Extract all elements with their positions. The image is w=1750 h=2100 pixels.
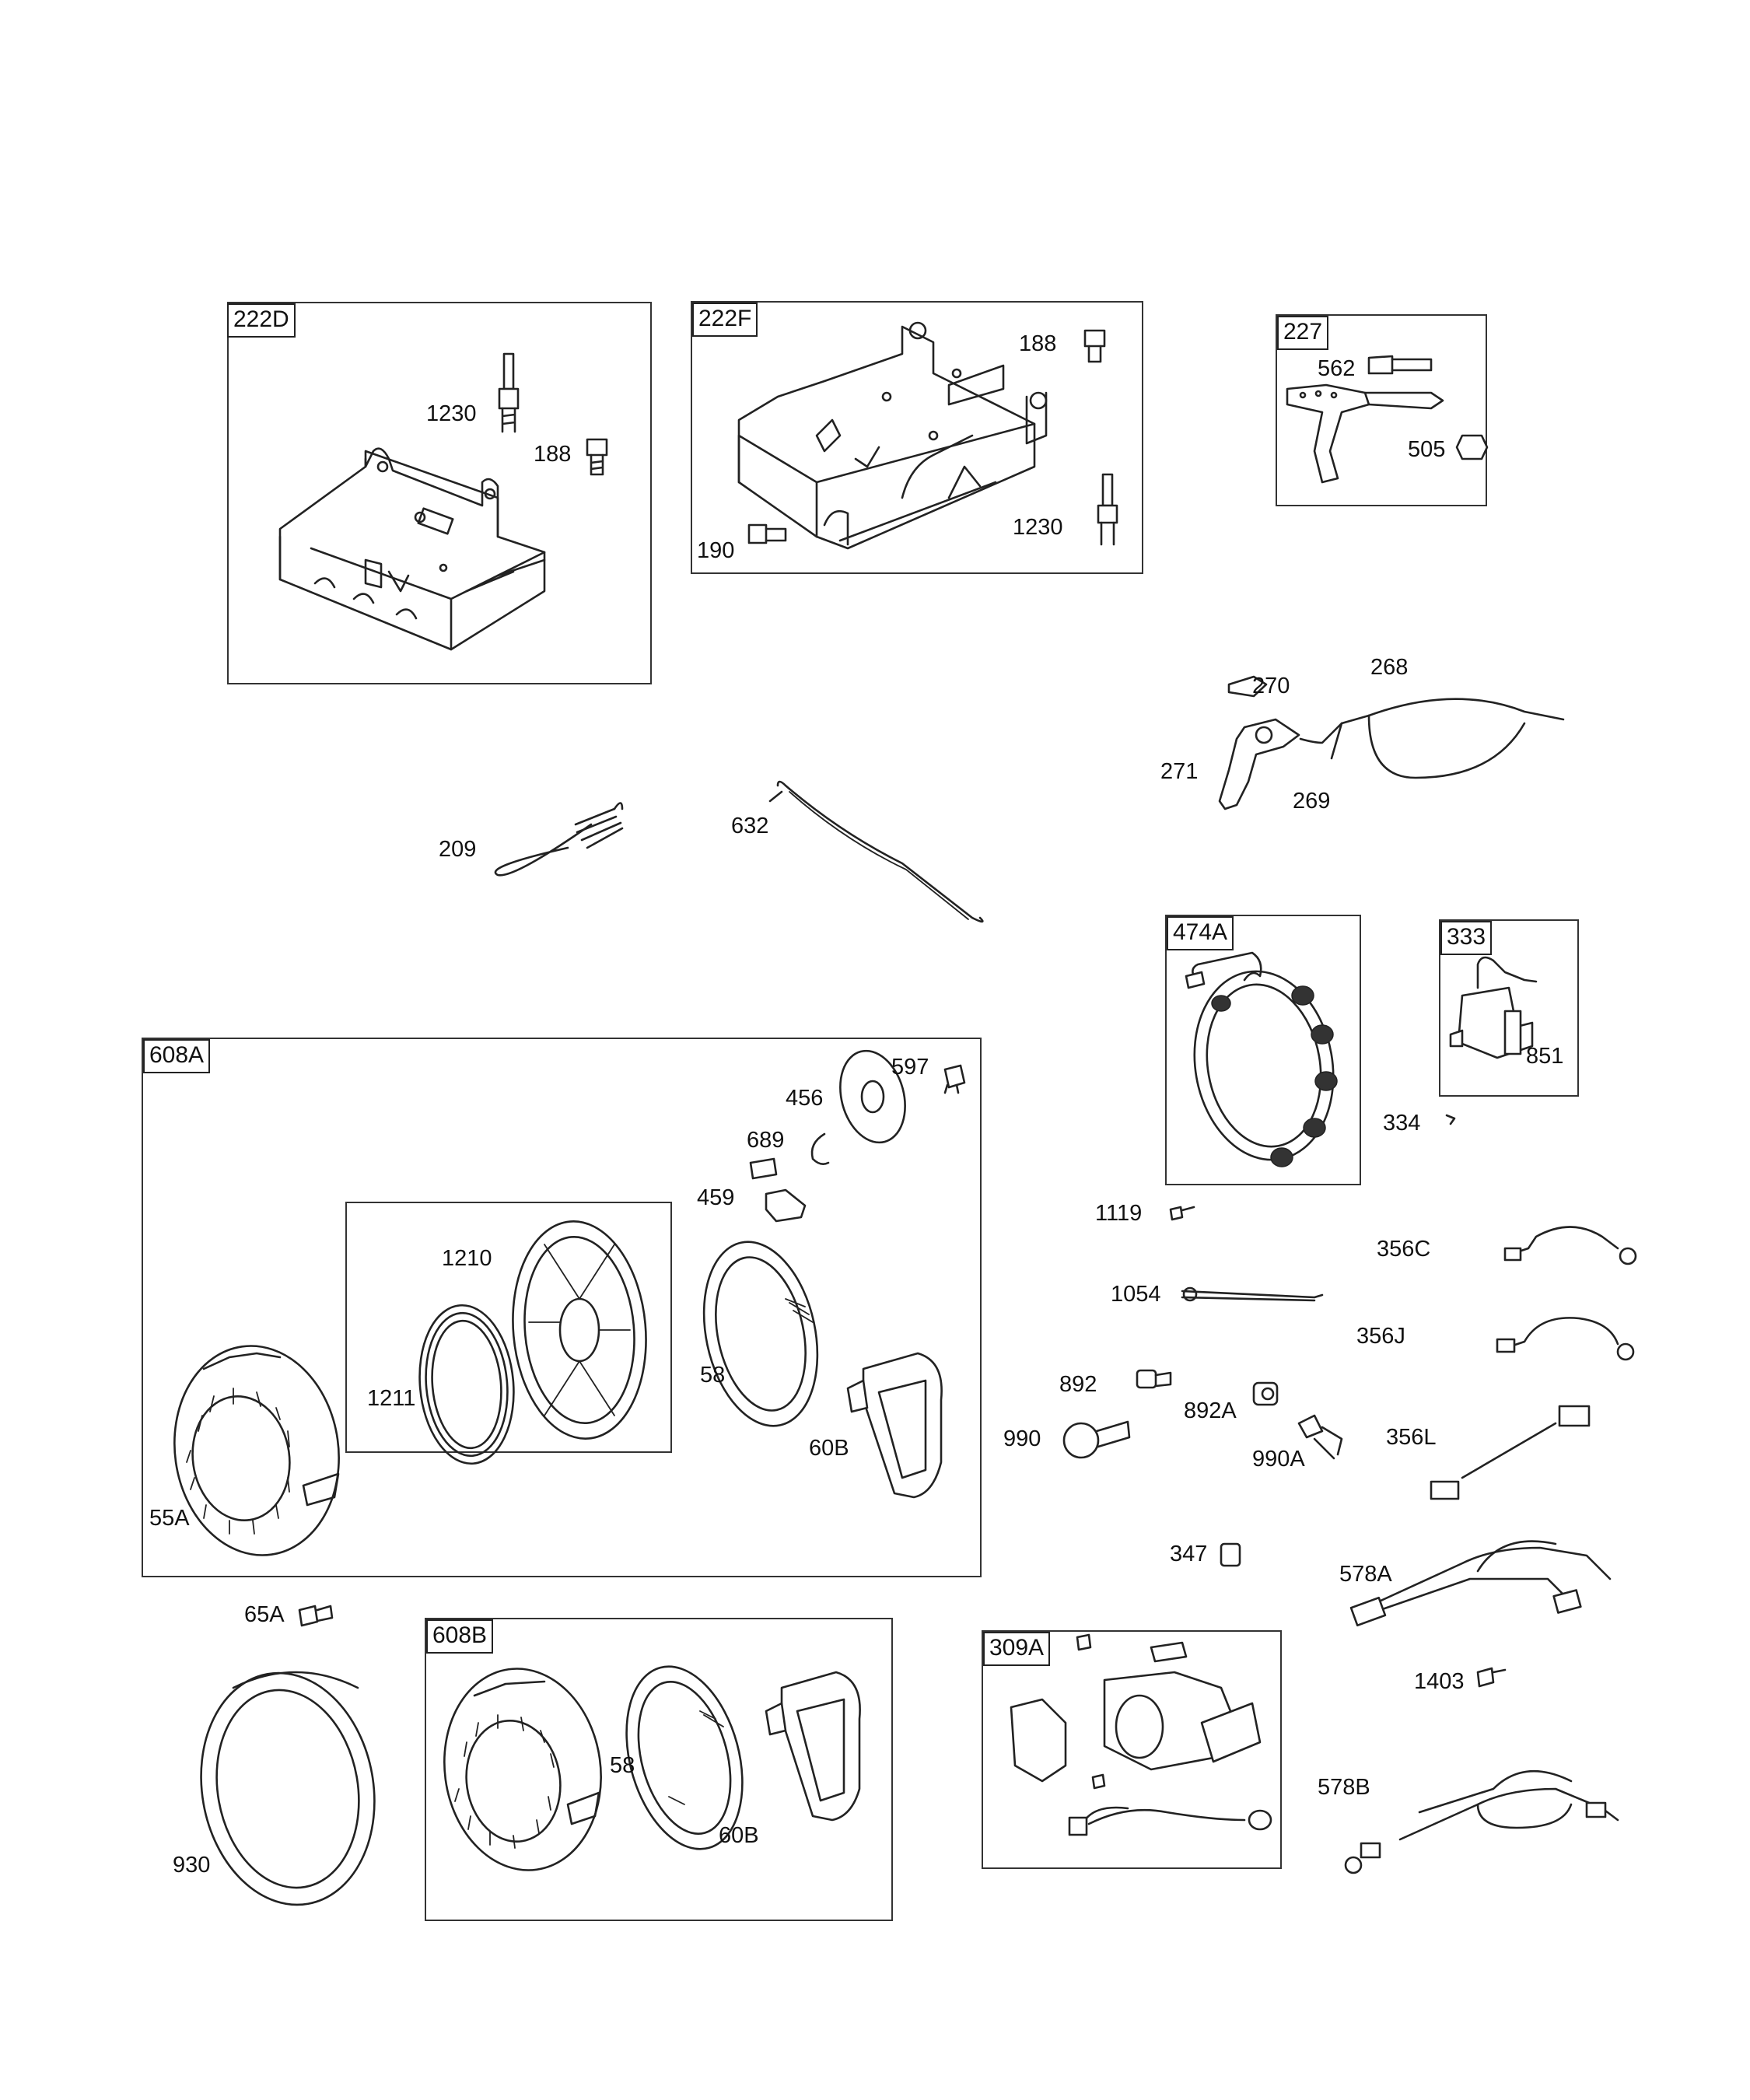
screen-930-drawing bbox=[200, 1671, 376, 1906]
callout-268: 268 bbox=[1370, 655, 1409, 680]
screw-65A-drawing bbox=[298, 1605, 334, 1627]
callout-190-bolt: 190 bbox=[697, 538, 735, 563]
callout-689: 689 bbox=[747, 1128, 785, 1153]
group-tag-309A: 309A bbox=[983, 1632, 1051, 1666]
group-tag-474A: 474A bbox=[1167, 916, 1234, 950]
group-tag-222F: 222F bbox=[692, 303, 758, 337]
throttle-cable-drawing bbox=[1218, 675, 1565, 810]
callout-632: 632 bbox=[731, 814, 769, 838]
callout-58-rope-608B: 58 bbox=[610, 1753, 635, 1778]
group-tag-608A: 608A bbox=[143, 1039, 211, 1073]
group-frame-608A-inner bbox=[345, 1202, 672, 1453]
group-frame-227 bbox=[1276, 314, 1487, 506]
stator-474A-drawing bbox=[1185, 951, 1338, 1167]
callout-456: 456 bbox=[786, 1086, 824, 1111]
callout-851: 851 bbox=[1526, 1044, 1564, 1069]
callout-1230-stud: 1230 bbox=[426, 401, 477, 426]
callout-55A: 55A bbox=[149, 1506, 190, 1531]
group-frame-333 bbox=[1439, 919, 1579, 1097]
group-tag-222D: 222D bbox=[227, 303, 296, 338]
callout-356J: 356J bbox=[1356, 1324, 1405, 1349]
callout-990: 990 bbox=[1003, 1426, 1041, 1451]
starter-motor-309A-drawing bbox=[1010, 1633, 1272, 1836]
callout-270: 270 bbox=[1252, 674, 1290, 698]
group-frame-608A bbox=[142, 1038, 982, 1577]
callout-892: 892 bbox=[1059, 1372, 1097, 1397]
electrical-parts-drawing bbox=[1062, 1206, 1637, 1874]
base-plate-222D-drawing bbox=[278, 352, 608, 651]
base-plate-222F-drawing bbox=[737, 321, 1118, 550]
callout-930: 930 bbox=[173, 1853, 211, 1878]
group-tag-608B: 608B bbox=[426, 1619, 494, 1654]
recoil-starter-608A-drawing bbox=[173, 1049, 966, 1556]
callout-459: 459 bbox=[697, 1185, 735, 1210]
callout-892A: 892A bbox=[1184, 1398, 1237, 1423]
callout-1210: 1210 bbox=[442, 1246, 492, 1271]
group-tag-333: 333 bbox=[1440, 921, 1493, 955]
callout-1211: 1211 bbox=[367, 1386, 416, 1411]
callout-269: 269 bbox=[1293, 789, 1331, 814]
callout-578A: 578A bbox=[1339, 1562, 1392, 1587]
callout-271: 271 bbox=[1160, 759, 1199, 784]
callout-1054: 1054 bbox=[1111, 1282, 1161, 1307]
callout-65A: 65A bbox=[244, 1602, 285, 1627]
group-tag-227: 227 bbox=[1277, 316, 1329, 350]
callout-597: 597 bbox=[891, 1055, 929, 1080]
callout-188-bolt-222F: 188 bbox=[1019, 331, 1057, 356]
callout-1230-stud-222F: 1230 bbox=[1013, 515, 1063, 540]
callout-60B-handle-608B: 60B bbox=[719, 1823, 759, 1848]
spring-209-drawing bbox=[494, 802, 624, 877]
armature-333-drawing bbox=[1445, 956, 1538, 1125]
callout-209: 209 bbox=[439, 837, 477, 862]
lever-bracket-227-drawing bbox=[1286, 355, 1489, 484]
callout-334: 334 bbox=[1383, 1111, 1421, 1136]
callout-505: 505 bbox=[1408, 437, 1446, 462]
callout-990A: 990A bbox=[1252, 1447, 1305, 1472]
callout-356L: 356L bbox=[1386, 1425, 1437, 1450]
recoil-starter-608B-drawing bbox=[443, 1665, 861, 1871]
callout-58-rope: 58 bbox=[700, 1363, 726, 1388]
callout-356C: 356C bbox=[1377, 1237, 1431, 1262]
callout-60B-handle: 60B bbox=[809, 1436, 849, 1461]
group-frame-608B bbox=[425, 1618, 893, 1921]
callout-1119: 1119 bbox=[1095, 1201, 1143, 1226]
callout-188-bolt: 188 bbox=[534, 442, 572, 467]
cable-632-drawing bbox=[768, 780, 984, 923]
callout-562: 562 bbox=[1318, 356, 1356, 381]
callout-578B: 578B bbox=[1318, 1775, 1370, 1800]
group-frame-474A bbox=[1165, 915, 1361, 1185]
group-frame-222D bbox=[227, 302, 652, 684]
group-frame-222F bbox=[691, 301, 1143, 574]
callout-347: 347 bbox=[1170, 1542, 1208, 1566]
group-frame-309A bbox=[982, 1630, 1282, 1869]
callout-1403: 1403 bbox=[1414, 1669, 1465, 1694]
